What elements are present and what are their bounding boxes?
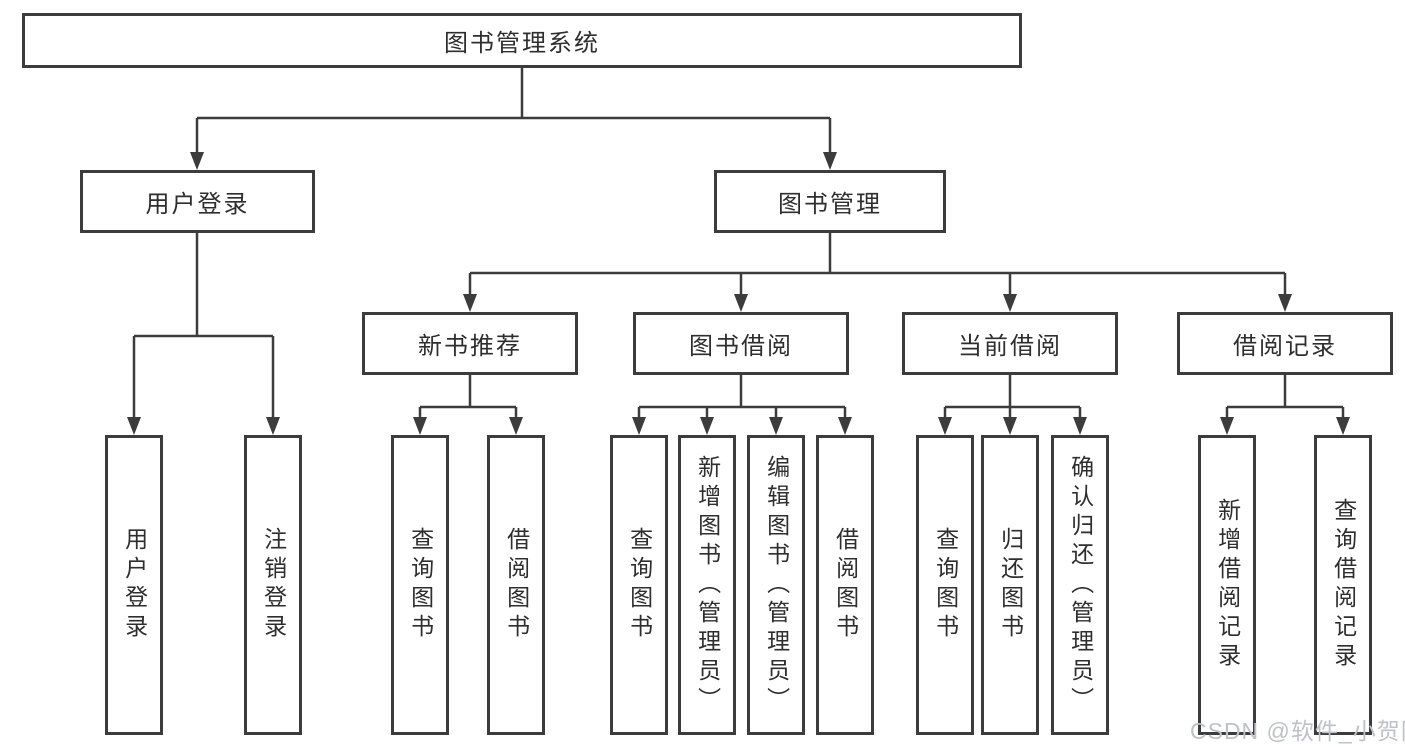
node-library-management-system: 图书管理系统: [22, 13, 1022, 68]
leaf-label: 确认归还（管理员）: [1067, 454, 1094, 716]
leaf-user-login: 用户登录: [105, 435, 163, 735]
node-book-borrowing: 图书借阅: [633, 312, 849, 375]
arrowheads: [127, 152, 1350, 435]
leaf-label: 归还图书: [997, 527, 1024, 643]
leaf-add-books-admin: 新增图书（管理员）: [678, 435, 736, 735]
leaf-add-borrow-record: 新增借阅记录: [1198, 435, 1256, 735]
leaf-label: 编辑图书（管理员）: [763, 454, 790, 716]
leaf-label: 新增图书（管理员）: [694, 454, 721, 716]
leaf-label: 用户登录: [121, 527, 148, 643]
leaf-label: 查询图书: [932, 527, 959, 643]
leaf-label: 新增借阅记录: [1214, 498, 1241, 672]
leaf-label: 查询图书: [407, 527, 434, 643]
leaf-label: 查询图书: [626, 527, 653, 643]
leaf-borrow-books-recommend: 借阅图书: [487, 435, 545, 735]
leaf-label: 借阅图书: [832, 527, 859, 643]
leaf-label: 借阅图书: [503, 527, 530, 643]
leaf-query-books-borrow: 查询图书: [610, 435, 668, 735]
leaf-query-borrow-record: 查询借阅记录: [1314, 435, 1372, 735]
node-label: 当前借阅: [958, 333, 1062, 360]
leaf-return-books: 归还图书: [981, 435, 1039, 735]
leaf-label: 查询借阅记录: [1330, 498, 1357, 672]
node-new-book-recommendation: 新书推荐: [362, 312, 578, 375]
leaf-borrow-books: 借阅图书: [816, 435, 874, 735]
node-borrowing-records: 借阅记录: [1177, 312, 1393, 375]
leaf-query-books-recommend: 查询图书: [391, 435, 449, 735]
node-label: 用户登录: [145, 191, 250, 218]
node-label: 新书推荐: [418, 333, 522, 360]
node-label: 图书管理系统: [444, 30, 600, 57]
leaf-confirm-return-admin: 确认归还（管理员）: [1051, 435, 1109, 735]
node-user-login: 用户登录: [80, 170, 315, 233]
leaf-label: 注销登录: [260, 527, 287, 643]
node-label: 借阅记录: [1233, 333, 1337, 360]
leaf-edit-books-admin: 编辑图书（管理员）: [747, 435, 805, 735]
node-book-management: 图书管理: [714, 170, 946, 233]
leaf-logout: 注销登录: [244, 435, 302, 735]
node-label: 图书借阅: [689, 333, 793, 360]
leaf-query-books-current: 查询图书: [916, 435, 974, 735]
csdn-watermark: CSDN @软件_小贺同学: [1190, 718, 1405, 744]
node-label: 图书管理: [778, 191, 882, 218]
node-current-borrowing: 当前借阅: [902, 312, 1118, 375]
